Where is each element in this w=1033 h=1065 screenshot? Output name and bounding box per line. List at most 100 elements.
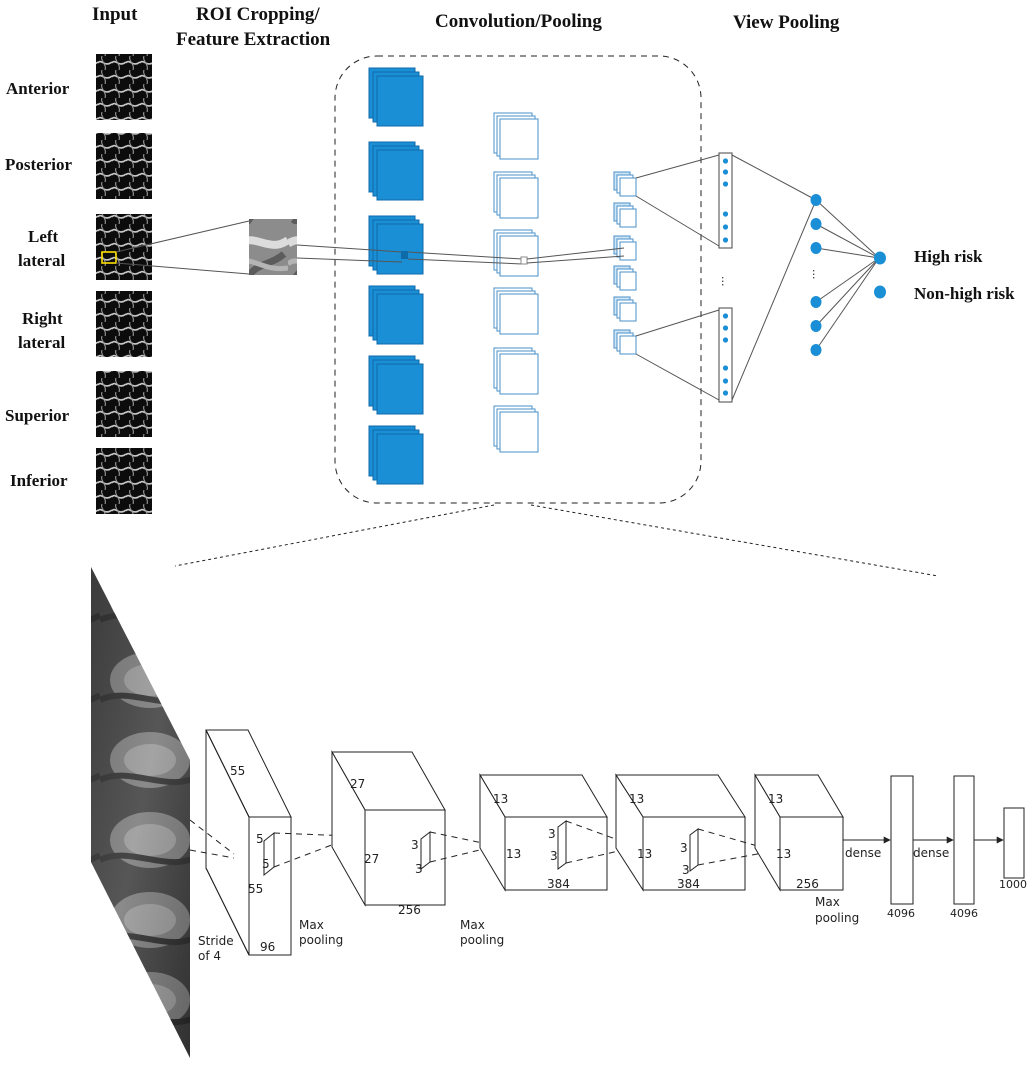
view-label-posterior: Posterior [5, 155, 72, 174]
view-labels: Anterior Posterior Left lateral Right la… [5, 79, 72, 490]
thumbnail-inferior [96, 448, 152, 514]
roi-connector-top [115, 220, 250, 253]
pool-stack-2 [493, 171, 539, 219]
conv4-block: 13 13 384 3 3 [615, 773, 746, 892]
header-roi-line2: Feature Extraction [176, 29, 331, 50]
conv-stack-4 [368, 285, 424, 345]
conv4-depth: 384 [677, 877, 700, 891]
roi-highlight-box [101, 251, 117, 264]
conv4-kernel [689, 828, 699, 872]
view-vector-bottom [718, 307, 733, 403]
conv5-block: 13 13 256 [754, 773, 844, 892]
output-label-high-risk: High risk [914, 247, 983, 266]
conv5-depth: 256 [796, 877, 819, 891]
conv1-depth: 96 [260, 940, 275, 954]
conv4-kernel-h: 3 [680, 841, 688, 855]
feature-stack-1 [613, 171, 637, 197]
view-vector-top [718, 152, 733, 249]
pool2-label-line2: pooling [460, 933, 504, 947]
conv1-height: 55 [230, 764, 245, 778]
conv1-block: 55 55 96 5 5 Stride of 4 [198, 729, 292, 963]
fc3-layer [1003, 807, 1025, 879]
view-label-anterior: Anterior [6, 79, 70, 98]
conv2-height: 27 [350, 777, 365, 791]
vector-ellipsis: ... [719, 276, 732, 287]
conv1-width: 55 [248, 882, 263, 896]
conv4-height: 13 [629, 792, 644, 806]
view-label-right-line1: Right [22, 309, 63, 328]
view-label-right-line2: lateral [18, 333, 65, 352]
header-convolution-pooling: Convolution/Pooling [435, 11, 602, 32]
dense1-label: dense [845, 846, 881, 860]
conv2-width: 27 [364, 852, 379, 866]
thumbnail-anterior [96, 54, 152, 120]
input-thumbnails [96, 54, 152, 514]
conv3-kernel-h: 3 [548, 827, 556, 841]
conv1-kernel-h: 5 [256, 832, 264, 846]
feature-stack-2 [613, 202, 637, 228]
feature-stack-5 [613, 296, 637, 322]
conv-stack-2 [368, 141, 424, 201]
pool-layer-stacks [493, 112, 539, 453]
input-stride-line2: of 4 [198, 949, 221, 963]
feature-stack-6 [613, 329, 637, 355]
conv-layer-stacks [368, 67, 424, 485]
view-label-left-line1: Left [28, 227, 59, 246]
conv5-height: 13 [768, 792, 783, 806]
conv5-width: 13 [776, 847, 791, 861]
feature-to-vector-lines [635, 154, 720, 401]
conv3-kernel-w: 3 [550, 849, 558, 863]
output-node-high [874, 251, 886, 265]
conv3-height: 13 [493, 792, 508, 806]
thumbnail-right-lateral [96, 291, 152, 357]
conv-stack-1 [368, 67, 424, 127]
conv2-kernel-h: 3 [411, 838, 419, 852]
view-label-superior: Superior [5, 406, 70, 425]
conv2-block: 27 27 256 3 3 [331, 750, 446, 917]
zoom-guide-left [174, 504, 495, 567]
input-stride-line1: Stride [198, 934, 234, 948]
thumbnail-left-lateral [96, 214, 152, 280]
receptive-field-lines [296, 244, 625, 265]
output-label-non-high-risk: Non-high risk [914, 284, 1015, 303]
pool-stack-6 [493, 405, 539, 453]
pool-stack-3 [493, 229, 539, 277]
feature-map-stacks [613, 171, 637, 355]
feature-stack-3 [613, 235, 637, 261]
pool-stack-5 [493, 347, 539, 395]
conv-stack-6 [368, 425, 424, 485]
pool3-label-line2: pooling [815, 911, 859, 925]
feature-stack-4 [613, 265, 637, 291]
view-label-left-line2: lateral [18, 251, 65, 270]
fc1-layer [890, 775, 914, 905]
fc2-size: 4096 [950, 907, 978, 920]
fc3-size: 1000 [999, 878, 1027, 891]
conv2-depth: 256 [398, 903, 421, 917]
pool3-label-line1: Max [815, 895, 840, 909]
dense2-label: dense [913, 846, 949, 860]
roi-cropped-image [249, 219, 297, 275]
conv3-block: 13 13 384 3 3 [479, 773, 608, 892]
zoom-guide-right [530, 504, 939, 577]
fc2-layer [953, 775, 975, 905]
header-view-pooling: View Pooling [733, 12, 840, 33]
conv3-kernel [557, 820, 567, 870]
pool1-label-line1: Max [299, 918, 324, 932]
conv4-width: 13 [637, 847, 652, 861]
thumbnail-posterior [96, 133, 152, 199]
neuron-ellipsis: ... [810, 269, 823, 280]
conv1-kernel-w: 5 [262, 857, 270, 871]
conv2-kernel-w: 3 [415, 862, 423, 876]
header-input: Input [92, 4, 138, 25]
conv-stack-3 [368, 215, 424, 275]
roi-connector-bottom [115, 262, 250, 275]
view-label-inferior: Inferior [10, 471, 68, 490]
pool-stack-4 [493, 287, 539, 335]
header-roi-line1: ROI Cropping/ [196, 4, 320, 25]
conv3-depth: 384 [547, 877, 570, 891]
conv3-width: 13 [506, 847, 521, 861]
output-node-nonhigh [874, 285, 886, 299]
fc1-size: 4096 [887, 907, 915, 920]
